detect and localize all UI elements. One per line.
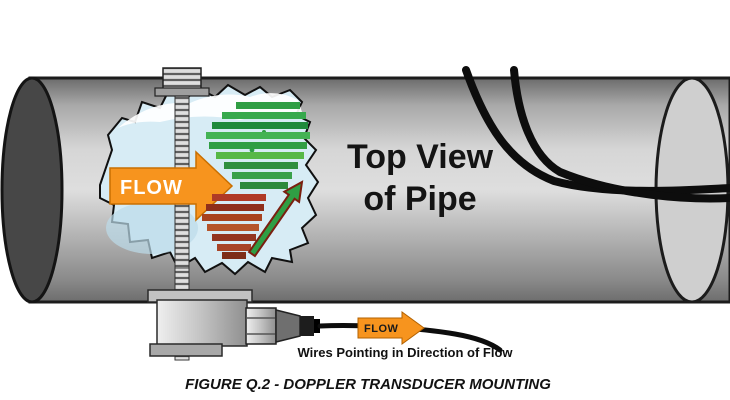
strap-clamp-top-plate (154, 87, 210, 97)
cable-line-lower (510, 66, 730, 203)
flow-arrow-small-label: FLOW (364, 323, 398, 335)
hex-fitting (245, 307, 277, 345)
bnc-barrel (314, 319, 320, 333)
transducer-body (156, 299, 248, 347)
top-view-label-line2: of Pipe (363, 180, 476, 218)
doppler-signal-bars (202, 102, 310, 259)
cable-line-upper (462, 66, 730, 195)
hex-fitting-flats (246, 317, 276, 335)
flow-arrow-large-shape (109, 150, 234, 222)
flow-arrow-large: FLOW (109, 150, 234, 222)
transducer-assembly (147, 267, 320, 361)
pipe-end-cap-left (0, 76, 64, 304)
flow-arrow-large-label: FLOW (120, 177, 183, 199)
bnc-connector (300, 316, 314, 336)
transducer-base (149, 343, 223, 357)
flow-arrow-small: FLOW (357, 311, 425, 345)
water-foam-highlight (118, 93, 304, 128)
transducer-cable (317, 322, 503, 353)
velocity-vector-arrow (247, 180, 304, 258)
taper-connector (275, 309, 301, 343)
figure-caption: FIGURE Q.2 - DOPPLER TRANSDUCER MOUNTING (185, 376, 551, 393)
wires-direction-note: Wires Pointing in Direction of Flow (297, 345, 513, 360)
pipe-cable-pair (462, 66, 730, 203)
flow-arrow-small-shape (357, 311, 425, 345)
top-view-label-line1: Top View (347, 138, 494, 176)
